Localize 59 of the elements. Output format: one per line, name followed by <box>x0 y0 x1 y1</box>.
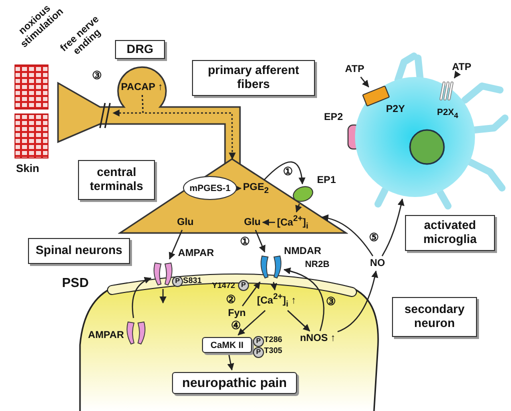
neurotransmitter-label: Glu <box>244 217 261 228</box>
subunit-label: NR2B <box>305 260 330 270</box>
step-number: ③ <box>326 296 336 308</box>
region-label: primary afferent fibers <box>192 60 315 96</box>
region-label: secondary neuron <box>392 297 477 337</box>
tissue-label: Skin <box>16 163 40 176</box>
arrow <box>227 354 234 370</box>
region-label: PSD <box>62 276 89 290</box>
step-number: ② <box>226 294 236 306</box>
receptor-label: AMPAR <box>178 248 214 259</box>
region-label: central terminals <box>78 160 155 200</box>
arrow <box>287 310 310 332</box>
enzyme-label: nNOS ↑ <box>300 333 336 344</box>
region-label: DRG <box>115 40 165 59</box>
arrow <box>321 214 374 256</box>
arrow <box>132 277 152 318</box>
arrow <box>262 218 275 226</box>
residue-label: Y1472 <box>212 282 236 291</box>
receptor-label: P2X$_{4}$ <box>437 108 458 120</box>
region-label: Spinal neurons <box>28 238 130 264</box>
arrow <box>238 310 266 336</box>
molecule-label: PGE$_{2}$ <box>243 182 269 196</box>
molecule-label: ATP <box>452 62 472 73</box>
arrow <box>234 184 242 192</box>
receptor-label: EP2 <box>324 112 343 123</box>
arrow <box>382 198 404 256</box>
arrow <box>264 161 306 184</box>
arrow <box>254 230 266 252</box>
arrow <box>270 282 278 290</box>
receptor-label: EP1 <box>317 175 336 186</box>
kinase-box: CaMK II <box>202 337 252 353</box>
peptide-label: PACAP ↑ <box>121 82 163 93</box>
arrow <box>337 270 378 332</box>
arrow <box>142 94 236 160</box>
ion-label: [Ca$^{2+}$]$_{i}$ <box>277 214 308 230</box>
arrow <box>160 289 166 304</box>
step-number: ⑤ <box>369 232 379 244</box>
molecule-label: ATP <box>345 64 364 75</box>
step-number: ④ <box>231 320 241 332</box>
molecule-label: NO <box>370 258 385 269</box>
residue-label: T286 <box>264 336 282 345</box>
step-number: ① <box>283 166 293 178</box>
outcome-box: neuropathic pain <box>172 372 297 394</box>
step-number: ① <box>240 236 250 248</box>
arrow <box>454 70 461 78</box>
region-label: activated microglia <box>405 215 495 251</box>
receptor-label: NMDAR <box>284 246 322 257</box>
residue-label: T305 <box>264 347 282 356</box>
arrow <box>242 282 260 306</box>
arrow <box>295 204 302 212</box>
step-number: ③ <box>92 70 102 82</box>
receptor-label: P2Y <box>386 104 405 115</box>
arrow <box>284 268 324 332</box>
residue-label: S831 <box>183 277 202 286</box>
kinase-label: Fyn <box>228 308 246 319</box>
ion-label: [Ca$^{2+}$]$_{i}$ ↑ <box>257 292 296 308</box>
neurotransmitter-label: Glu <box>177 217 194 228</box>
receptor-label: AMPAR <box>88 330 124 341</box>
arrow <box>360 76 370 88</box>
